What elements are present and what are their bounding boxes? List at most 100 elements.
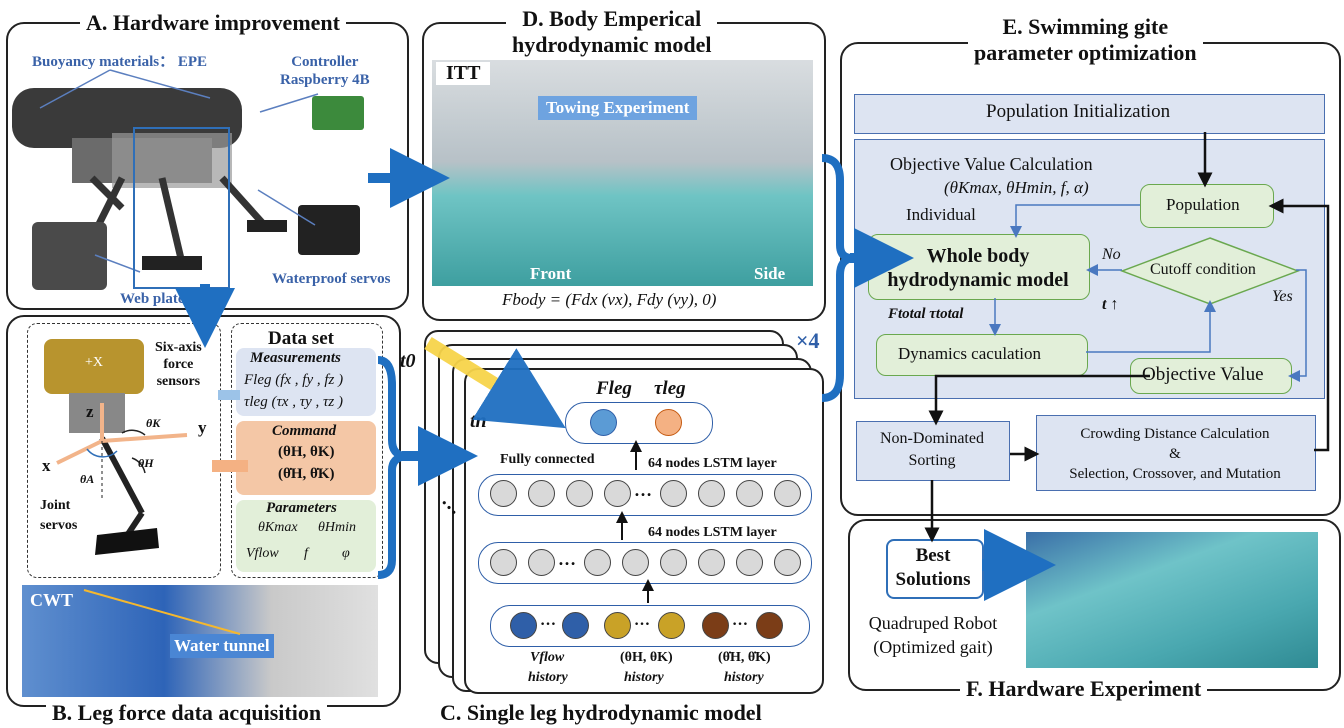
non-dom-label: Non-Dominated Sorting: [880, 430, 984, 469]
lstm2-node: [528, 549, 555, 576]
front-label: Front: [530, 264, 572, 283]
command-label: Command: [272, 423, 337, 439]
joint-servos-label: Joint servos: [40, 498, 78, 533]
cmd1: (θH, θK): [278, 444, 335, 460]
obj-vars-label: (θKmax, θHmin, f, α): [944, 178, 1089, 197]
lstm1-node: [660, 480, 687, 507]
theta-a-label: θA: [80, 472, 95, 486]
panel-c-title: C. Single leg hydrodynamic model: [434, 701, 768, 725]
towing-label: Towing Experiment: [538, 96, 698, 120]
measurements-box: [236, 348, 376, 416]
param-3: Vflow: [246, 546, 279, 561]
input-node-vflow: [510, 612, 537, 639]
buoyancy-label: Buoyancy materials： EPE: [32, 54, 207, 70]
side-label: Side: [754, 264, 786, 283]
axis-y: y: [198, 418, 207, 437]
robot-photo: [12, 78, 312, 288]
out-f-label: Fleg: [596, 378, 632, 399]
lstm2-node: [490, 549, 517, 576]
crowding-label: Crowding Distance Calculation & Selectio…: [1069, 426, 1281, 482]
times4-label: ×4: [796, 328, 820, 353]
lstm1-node: [698, 480, 725, 507]
sensor-dashed-box: [27, 323, 221, 578]
lstm-label-2: 64 nodes LSTM layer: [648, 525, 777, 540]
param-2: θHmin: [318, 520, 356, 535]
parameters-label: Parameters: [266, 500, 337, 516]
lstm2-dots: …: [558, 549, 576, 569]
input-node-vel: [756, 612, 783, 639]
panel-e-title: E. Swimming gite parameter optimization: [968, 14, 1203, 66]
best-solutions-label: Best Solutions: [895, 545, 971, 590]
out-node-tau: [655, 409, 682, 436]
param-1: θKmax: [258, 520, 298, 535]
input-dots-1: …: [540, 612, 556, 629]
hist1-a: Vflow: [530, 650, 565, 665]
panel-b-title: B. Leg force data acquisition: [46, 701, 328, 725]
axis-x: x: [42, 456, 51, 475]
web-plate-label: Web plate: [120, 291, 185, 307]
t0-label: t0: [400, 350, 416, 372]
theta-h-label: θH: [138, 456, 154, 470]
body-formula: Fbody = (Fdx (vx), Fdy (vy), 0): [502, 290, 717, 309]
dataset-title: Data set: [268, 328, 334, 349]
main-card: [464, 368, 824, 694]
lstm1-dots: …: [634, 480, 652, 500]
lstm-label-1: 64 nodes LSTM layer: [648, 456, 777, 471]
objective-value-box: [1130, 358, 1292, 394]
lstm2-node: [736, 549, 763, 576]
dataset-dashed-box: [231, 323, 383, 578]
servo-photo: [298, 205, 360, 255]
input-node-vflow: [562, 612, 589, 639]
panel-a-title: A. Hardware improvement: [80, 11, 346, 35]
out-tau-label: τleg: [654, 378, 686, 399]
pop-init-box: [854, 94, 1325, 134]
input-dots-2: …: [634, 612, 650, 629]
meas-f: Fleg (fx , fy , fz ): [244, 372, 344, 388]
lstm2-node: [660, 549, 687, 576]
lstm1-node: [490, 480, 517, 507]
sensor-plus-x: +X: [85, 355, 104, 370]
pop-init-label: Population Initialization: [986, 101, 1171, 122]
whole-body-label: Whole body hydrodynamic model: [887, 245, 1069, 291]
leg-diagram: [56, 393, 188, 555]
robot-label: Quadruped Robot (Optimized gait): [868, 613, 998, 657]
objective-value-label: Objective Value: [1142, 364, 1264, 385]
out-node-f: [590, 409, 617, 436]
water-tunnel-label: Water tunnel: [170, 634, 274, 658]
dynamics-label: Dynamics caculation: [898, 344, 1042, 363]
input-node-angle: [604, 612, 631, 639]
lstm-layer-1: [478, 474, 812, 516]
lstm2-node: [698, 549, 725, 576]
t-up-label: t ↑: [1102, 296, 1119, 313]
theta-k-label: θK: [146, 416, 161, 430]
force-sensor-photo: [44, 339, 144, 394]
input-layer: [490, 605, 810, 647]
axis-z: z: [86, 402, 94, 421]
measurements-label: Measurements: [250, 350, 341, 366]
dynamics-box: [876, 334, 1088, 376]
hist1-b: history: [528, 670, 568, 685]
command-box: [236, 421, 376, 495]
cmd2: (θ̇H, θ̇K): [278, 466, 335, 482]
hist2-b: history: [624, 670, 664, 685]
servos-label: Waterproof servos: [272, 271, 391, 287]
non-dom-box: [856, 421, 1010, 481]
parameters-box: [236, 500, 376, 572]
population-label: Population: [1166, 195, 1240, 214]
itt-label: ITT: [436, 62, 491, 85]
no-label: No: [1102, 246, 1121, 263]
f-total-label: Ftotal τtotal: [888, 306, 964, 322]
panel-d-title: D. Body Emperical hydrodynamic model: [506, 6, 718, 58]
robot-illustration: [12, 88, 287, 270]
lstm1-node: [528, 480, 555, 507]
cutoff-label: Cutoff condition: [1150, 261, 1256, 278]
crowding-box: [1036, 415, 1316, 491]
individual-label: Individual: [906, 205, 976, 224]
hist2-a: (θH, θK): [620, 650, 673, 665]
fully-connected-label: Fully connected: [500, 452, 595, 467]
lstm2-node: [584, 549, 611, 576]
input-dots-3: …: [732, 612, 748, 629]
lstm1-node: [604, 480, 631, 507]
